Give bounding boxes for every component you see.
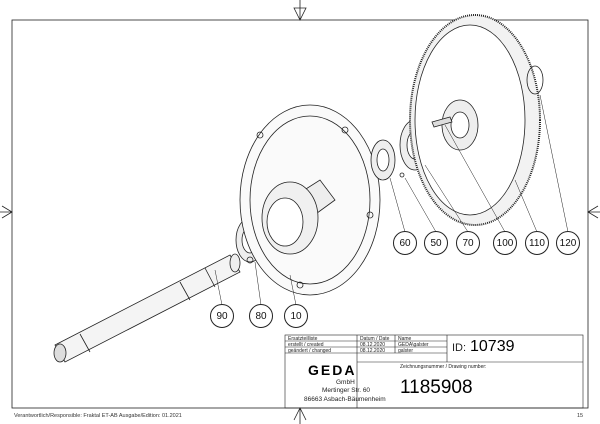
drawing-number-label: Zeichnungsnummer / Drawing number: (400, 364, 487, 370)
callout-120: 120 (556, 231, 580, 255)
company-city: 86663 Asbach-Bäumenheim (304, 396, 386, 403)
page-number: 15 (577, 413, 584, 419)
date-header: Datum / Date (360, 336, 390, 342)
company-street: Mertinger Str. 60 (322, 387, 371, 394)
callout-110: 110 (525, 231, 549, 255)
callout-60: 60 (393, 231, 417, 255)
callout-10: 10 (284, 304, 308, 328)
center-mark-top (293, 0, 307, 21)
created-name: GEDA\galster (398, 342, 429, 348)
id-value: 10739 (470, 338, 515, 355)
center-mark-right (587, 205, 600, 219)
ring-part-50 (399, 172, 405, 178)
shaft-part-90 (53, 253, 241, 363)
callout-70: 70 (456, 231, 480, 255)
created-label: erstellt / created (288, 342, 324, 348)
flange-housing-part-10 (239, 104, 381, 296)
center-mark-left (0, 205, 13, 219)
id-label: ID: (452, 342, 467, 354)
company-logo: GEDA (308, 362, 357, 378)
changed-name: galster (398, 348, 414, 354)
callout-90: 90 (210, 304, 234, 328)
key-part-100 (431, 116, 453, 128)
circlip-part-120 (526, 65, 544, 95)
company-form: GmbH (336, 379, 355, 386)
title-block-frame (284, 334, 584, 409)
callout-100: 100 (493, 231, 517, 255)
created-date: 08.12.2020 (360, 342, 386, 348)
parts-list-label: Ersatzteilliste (288, 336, 318, 342)
gear-part-110 (409, 14, 541, 226)
callout-50: 50 (424, 231, 448, 255)
changed-label: geändert / changed (288, 348, 332, 354)
center-mark-bottom (293, 407, 307, 424)
callout-80: 80 (249, 304, 273, 328)
name-header: Name (398, 336, 412, 342)
drawing-number: 1185908 (400, 377, 473, 398)
changed-date: 08.12.2020 (360, 348, 386, 354)
footer-responsible: Verantwortlich/Responsible: Fraktal ET-A… (14, 413, 182, 419)
